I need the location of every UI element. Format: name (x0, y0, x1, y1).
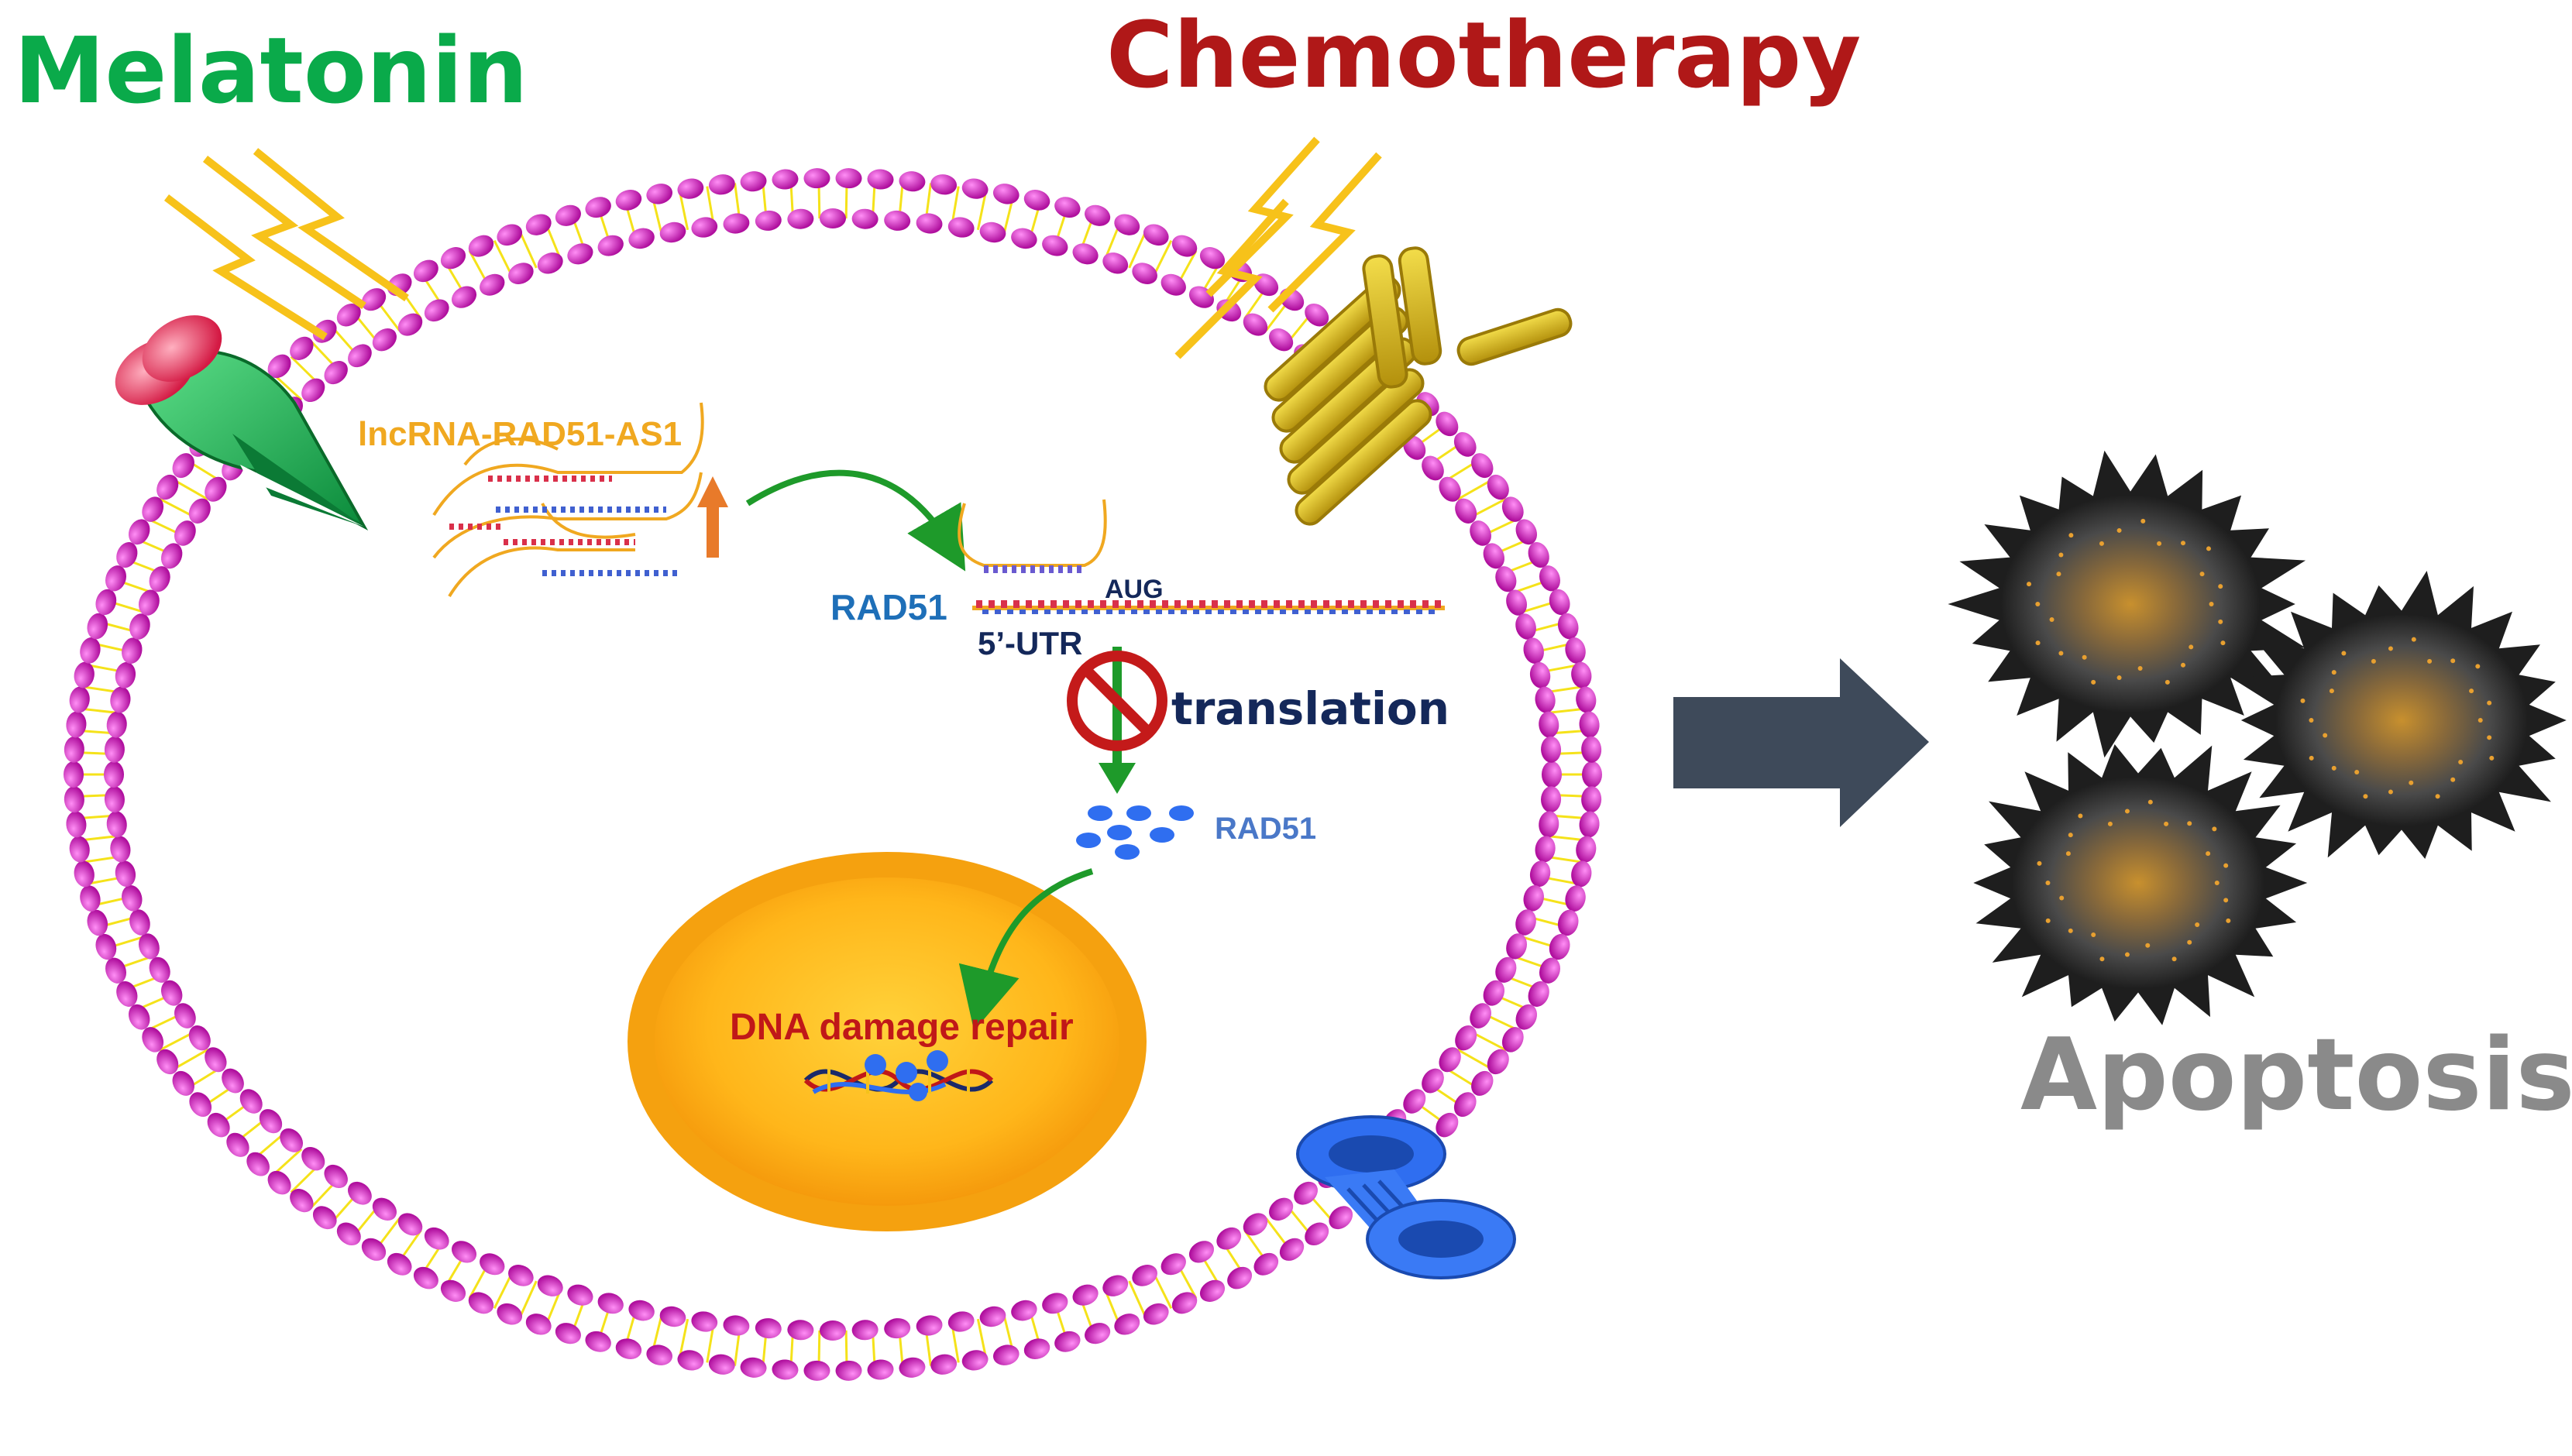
apoptotic-cells (1948, 450, 2567, 1025)
block-arrow-icon (1673, 658, 1929, 827)
dna-helix-icon (803, 1050, 994, 1101)
receptor-icon (115, 315, 369, 531)
ion-channel-icon (1296, 1115, 1516, 1279)
translation-label: translation (1171, 682, 1449, 735)
lightning-bolt-icon (163, 148, 409, 341)
upregulation-arrow (697, 476, 728, 558)
nucleus (628, 852, 1147, 1231)
membrane-heads-inner (104, 208, 1562, 1341)
aug-label: AUG (1105, 575, 1164, 604)
repair-arrow (958, 868, 1094, 1032)
lncrna-strands (432, 402, 704, 598)
rad51-protein-icon (1076, 805, 1194, 860)
lncrna-label: lncRNA-RAD51-AS1 (358, 415, 682, 453)
apoptotic-cell-icon (2230, 571, 2567, 859)
chemotherapy-label: Chemotherapy (1106, 2, 1861, 108)
apoptosis-label: Apoptosis (2020, 1018, 2572, 1133)
y-shaped-receptor-icon (1264, 246, 1573, 526)
cell-membrane (64, 168, 1602, 1381)
apoptotic-cell-icon (1948, 450, 2306, 758)
utr-label: 5’-UTR (978, 625, 1082, 661)
inhibition-icon (1067, 651, 1167, 751)
rad51-mrna-label: RAD51 (830, 587, 947, 627)
lightning-bolt-icon (1174, 136, 1382, 359)
rad51-protein-label: RAD51 (1215, 812, 1316, 846)
melatonin-label: Melatonin (14, 17, 528, 124)
binding-arrow (745, 469, 966, 572)
apoptotic-cell-icon (1973, 744, 2308, 1025)
dna-repair-label: DNA damage repair (730, 1007, 1074, 1048)
mrna-complex (958, 499, 1445, 614)
